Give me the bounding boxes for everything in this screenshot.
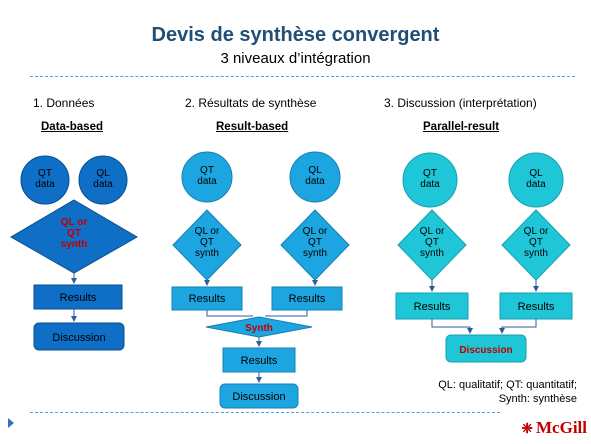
connector xyxy=(206,310,253,317)
discussion-box xyxy=(219,383,299,409)
column-2-heading: 2. Résultats de synthèse xyxy=(185,96,317,110)
ql-data-node xyxy=(289,151,341,203)
right-results-label: Results xyxy=(289,293,326,305)
column-3-label: Parallel-result xyxy=(423,121,500,133)
ql-data-node xyxy=(508,152,564,208)
mcgill-logo: ❈McGill xyxy=(521,418,587,438)
left-results-label: Results xyxy=(189,293,226,305)
results-box xyxy=(222,347,296,373)
qt-data-node xyxy=(402,152,458,208)
qt-data-node xyxy=(20,155,70,205)
results-box xyxy=(33,284,123,310)
results-label: Results xyxy=(60,292,97,304)
discussion-box xyxy=(33,322,125,351)
top-divider xyxy=(30,76,575,77)
column-1-heading: 1. Données xyxy=(33,96,95,110)
right-results-label: Results xyxy=(518,301,555,313)
legend: QL: qualitatif; QT: quantitatif; Synth: … xyxy=(438,378,577,406)
slide-title: Devis de synthèse convergent xyxy=(151,24,440,46)
column-1-label: Data-based xyxy=(41,121,103,133)
bottom-divider xyxy=(30,412,500,413)
results-label: Results xyxy=(241,355,278,367)
ql-data-node xyxy=(78,155,128,205)
connector xyxy=(265,310,308,317)
play-icon[interactable] xyxy=(8,418,14,428)
left-results-label: Results xyxy=(414,301,451,313)
logo-text: McGill xyxy=(536,418,587,437)
discussion-label: Discussion xyxy=(459,345,512,356)
qt-data-node xyxy=(181,151,233,203)
connector xyxy=(431,319,473,334)
right-results-box xyxy=(499,292,573,320)
left-results-box xyxy=(395,292,469,320)
crest-icon: ❈ xyxy=(521,422,534,437)
discussion-label: Discussion xyxy=(52,332,105,344)
discussion-box xyxy=(445,334,527,363)
discussion-label: Discussion xyxy=(232,391,285,403)
slide-subtitle: 3 niveaux d’intégration xyxy=(220,50,371,67)
legend-line: Synth: synthèse xyxy=(498,393,577,405)
column-3-heading: 3. Discussion (interprétation) xyxy=(384,96,537,110)
synth-merge-label: Synth xyxy=(245,323,273,334)
column-2-label: Result-based xyxy=(216,121,289,133)
connector xyxy=(499,319,537,334)
legend-line: QL: qualitatif; QT: quantitatif; xyxy=(438,379,577,391)
